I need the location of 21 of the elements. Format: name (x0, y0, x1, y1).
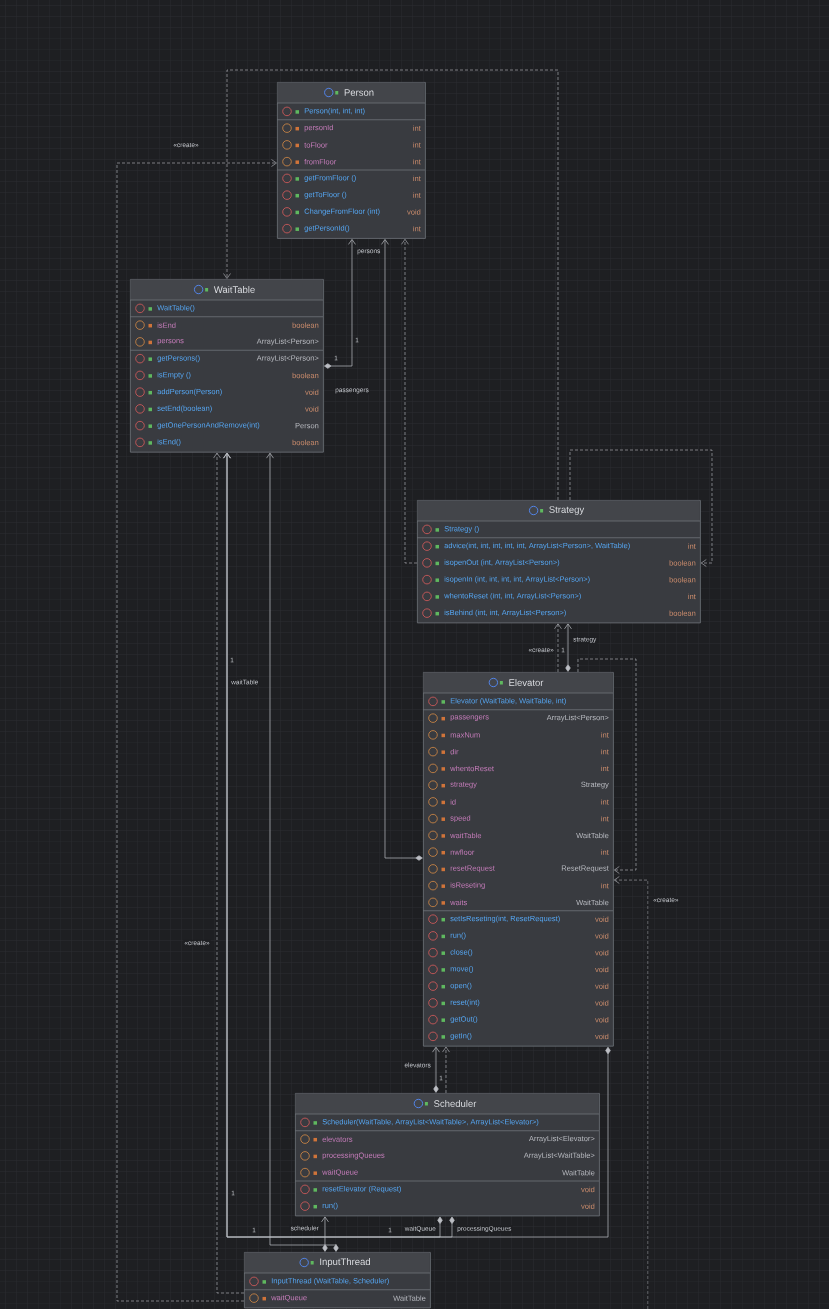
connector (213, 452, 245, 1294)
connector (381, 239, 423, 861)
connector (432, 1046, 440, 1093)
connector (401, 239, 418, 564)
class-title: InputThread (320, 1258, 370, 1267)
class-title: Elevator (509, 679, 544, 686)
class-title: Person (344, 89, 374, 96)
connector (116, 159, 277, 1302)
connector (324, 239, 356, 369)
class-title: Scheduler (434, 1100, 477, 1107)
connector (554, 623, 562, 673)
connector (564, 623, 572, 672)
class-title: WaitTable (213, 286, 255, 293)
connector (442, 1046, 450, 1094)
connector (569, 449, 713, 567)
connector (223, 69, 559, 501)
connector (577, 658, 637, 874)
connector (614, 876, 649, 1309)
connector (321, 1216, 329, 1252)
connector (266, 452, 339, 1252)
class-title: Strategy (549, 506, 585, 515)
